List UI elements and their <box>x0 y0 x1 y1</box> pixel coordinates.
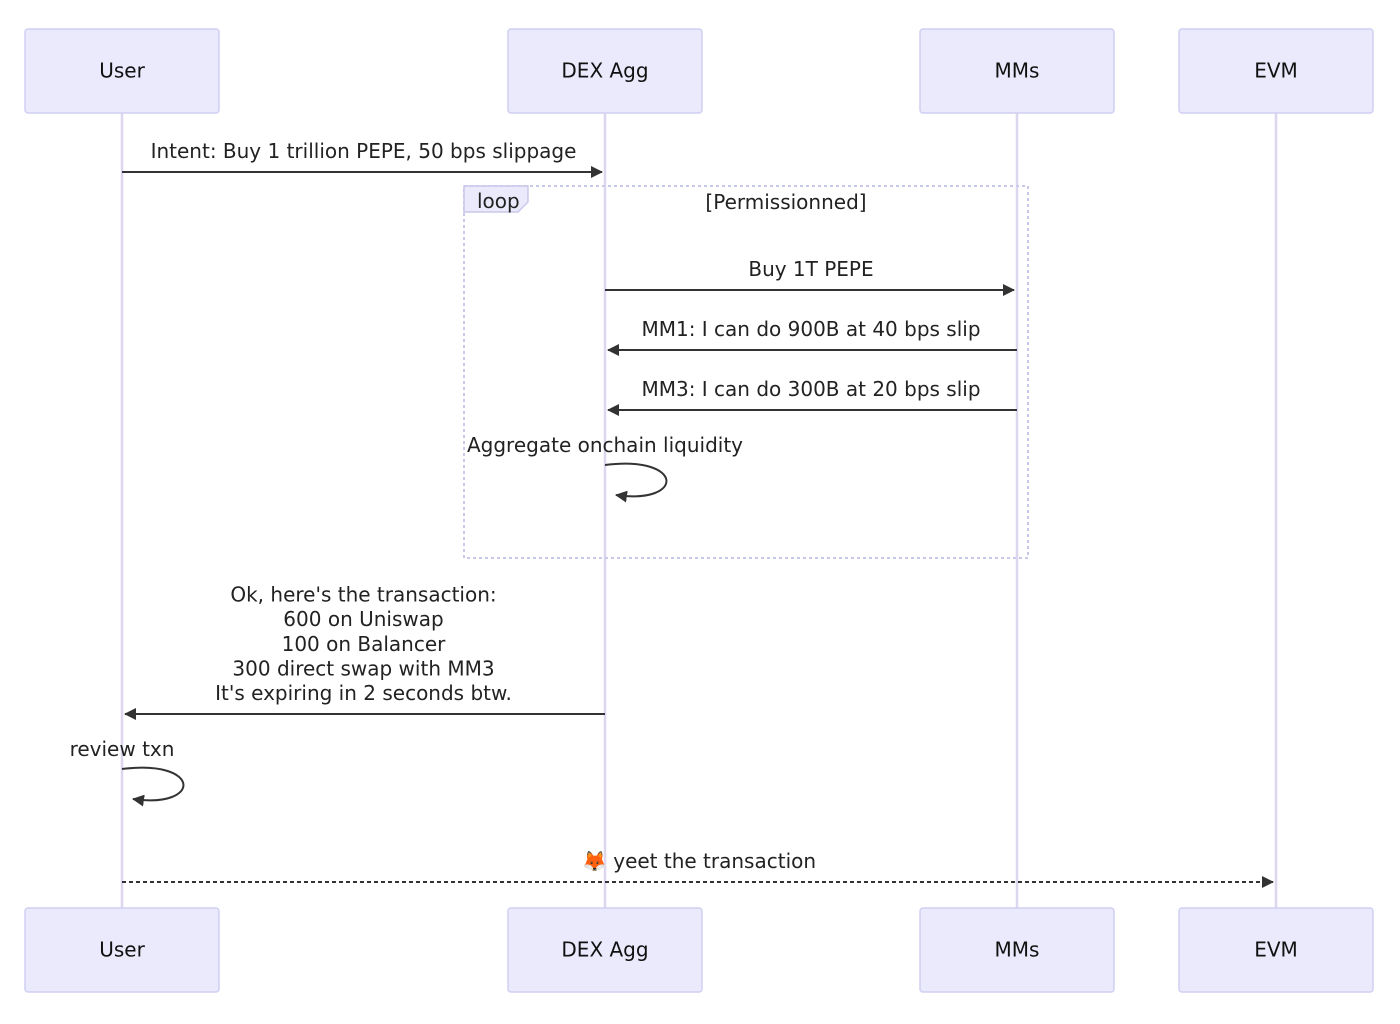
actor-label: EVM <box>1254 938 1298 962</box>
actor-box <box>507 28 703 114</box>
actor-box <box>1178 28 1374 114</box>
actor-box <box>1178 907 1374 993</box>
message-label: review txn <box>70 737 175 761</box>
message-m5: Aggregate onchain liquidity <box>467 433 743 503</box>
self-arrow <box>604 462 668 503</box>
actor-label: EVM <box>1254 59 1298 83</box>
self-arrow <box>121 766 185 807</box>
actor-label: DEX Agg <box>561 938 648 962</box>
message-label: 600 on Uniswap <box>283 607 443 631</box>
actor-box <box>919 907 1115 993</box>
message-m8: 🦊 yeet the transaction <box>122 849 1274 888</box>
actor-dex-bottom[interactable]: DEX Agg <box>507 907 703 993</box>
actor-label: MMs <box>995 938 1040 962</box>
message-label: It's expiring in 2 seconds btw. <box>215 681 512 705</box>
loop-frame <box>463 185 1029 559</box>
actor-dex-top[interactable]: DEX Agg <box>507 28 703 114</box>
message-label: Ok, here's the transaction: <box>230 583 496 607</box>
actor-mms-bottom[interactable]: MMs <box>919 907 1115 993</box>
message-label: Aggregate onchain liquidity <box>467 433 743 457</box>
actor-box <box>24 907 220 993</box>
message-m7: review txn <box>70 737 185 807</box>
message-label: 🦊 yeet the transaction <box>582 849 816 873</box>
message-m6: Ok, here's the transaction:600 on Uniswa… <box>124 583 605 720</box>
actor-mms-top[interactable]: MMs <box>919 28 1115 114</box>
message-label: Intent: Buy 1 trillion PEPE, 50 bps slip… <box>151 139 577 163</box>
message-label: 100 on Balancer <box>282 632 447 656</box>
actor-box <box>24 28 220 114</box>
message-label: MM3: I can do 300B at 20 bps slip <box>641 377 980 401</box>
message-m1: Intent: Buy 1 trillion PEPE, 50 bps slip… <box>122 139 603 178</box>
message-m3: MM1: I can do 900B at 40 bps slip <box>607 317 1017 356</box>
loop-keyword: loop <box>477 189 520 213</box>
message-label: MM1: I can do 900B at 40 bps slip <box>641 317 980 341</box>
actor-user-top[interactable]: User <box>24 28 220 114</box>
actor-box <box>919 28 1115 114</box>
actor-label: DEX Agg <box>561 59 648 83</box>
actor-user-bottom[interactable]: User <box>24 907 220 993</box>
actor-label: MMs <box>995 59 1040 83</box>
message-m4: MM3: I can do 300B at 20 bps slip <box>607 377 1017 416</box>
actor-label: User <box>99 59 145 83</box>
actor-evm-bottom[interactable]: EVM <box>1178 907 1374 993</box>
actor-box <box>507 907 703 993</box>
message-label: 300 direct swap with MM3 <box>232 656 494 680</box>
actor-label: User <box>99 938 145 962</box>
message-m2: Buy 1T PEPE <box>605 257 1015 296</box>
message-label: Buy 1T PEPE <box>748 257 873 281</box>
actor-evm-top[interactable]: EVM <box>1178 28 1374 114</box>
loop-condition: [Permissionned] <box>705 190 866 214</box>
loop-tab <box>463 185 529 213</box>
